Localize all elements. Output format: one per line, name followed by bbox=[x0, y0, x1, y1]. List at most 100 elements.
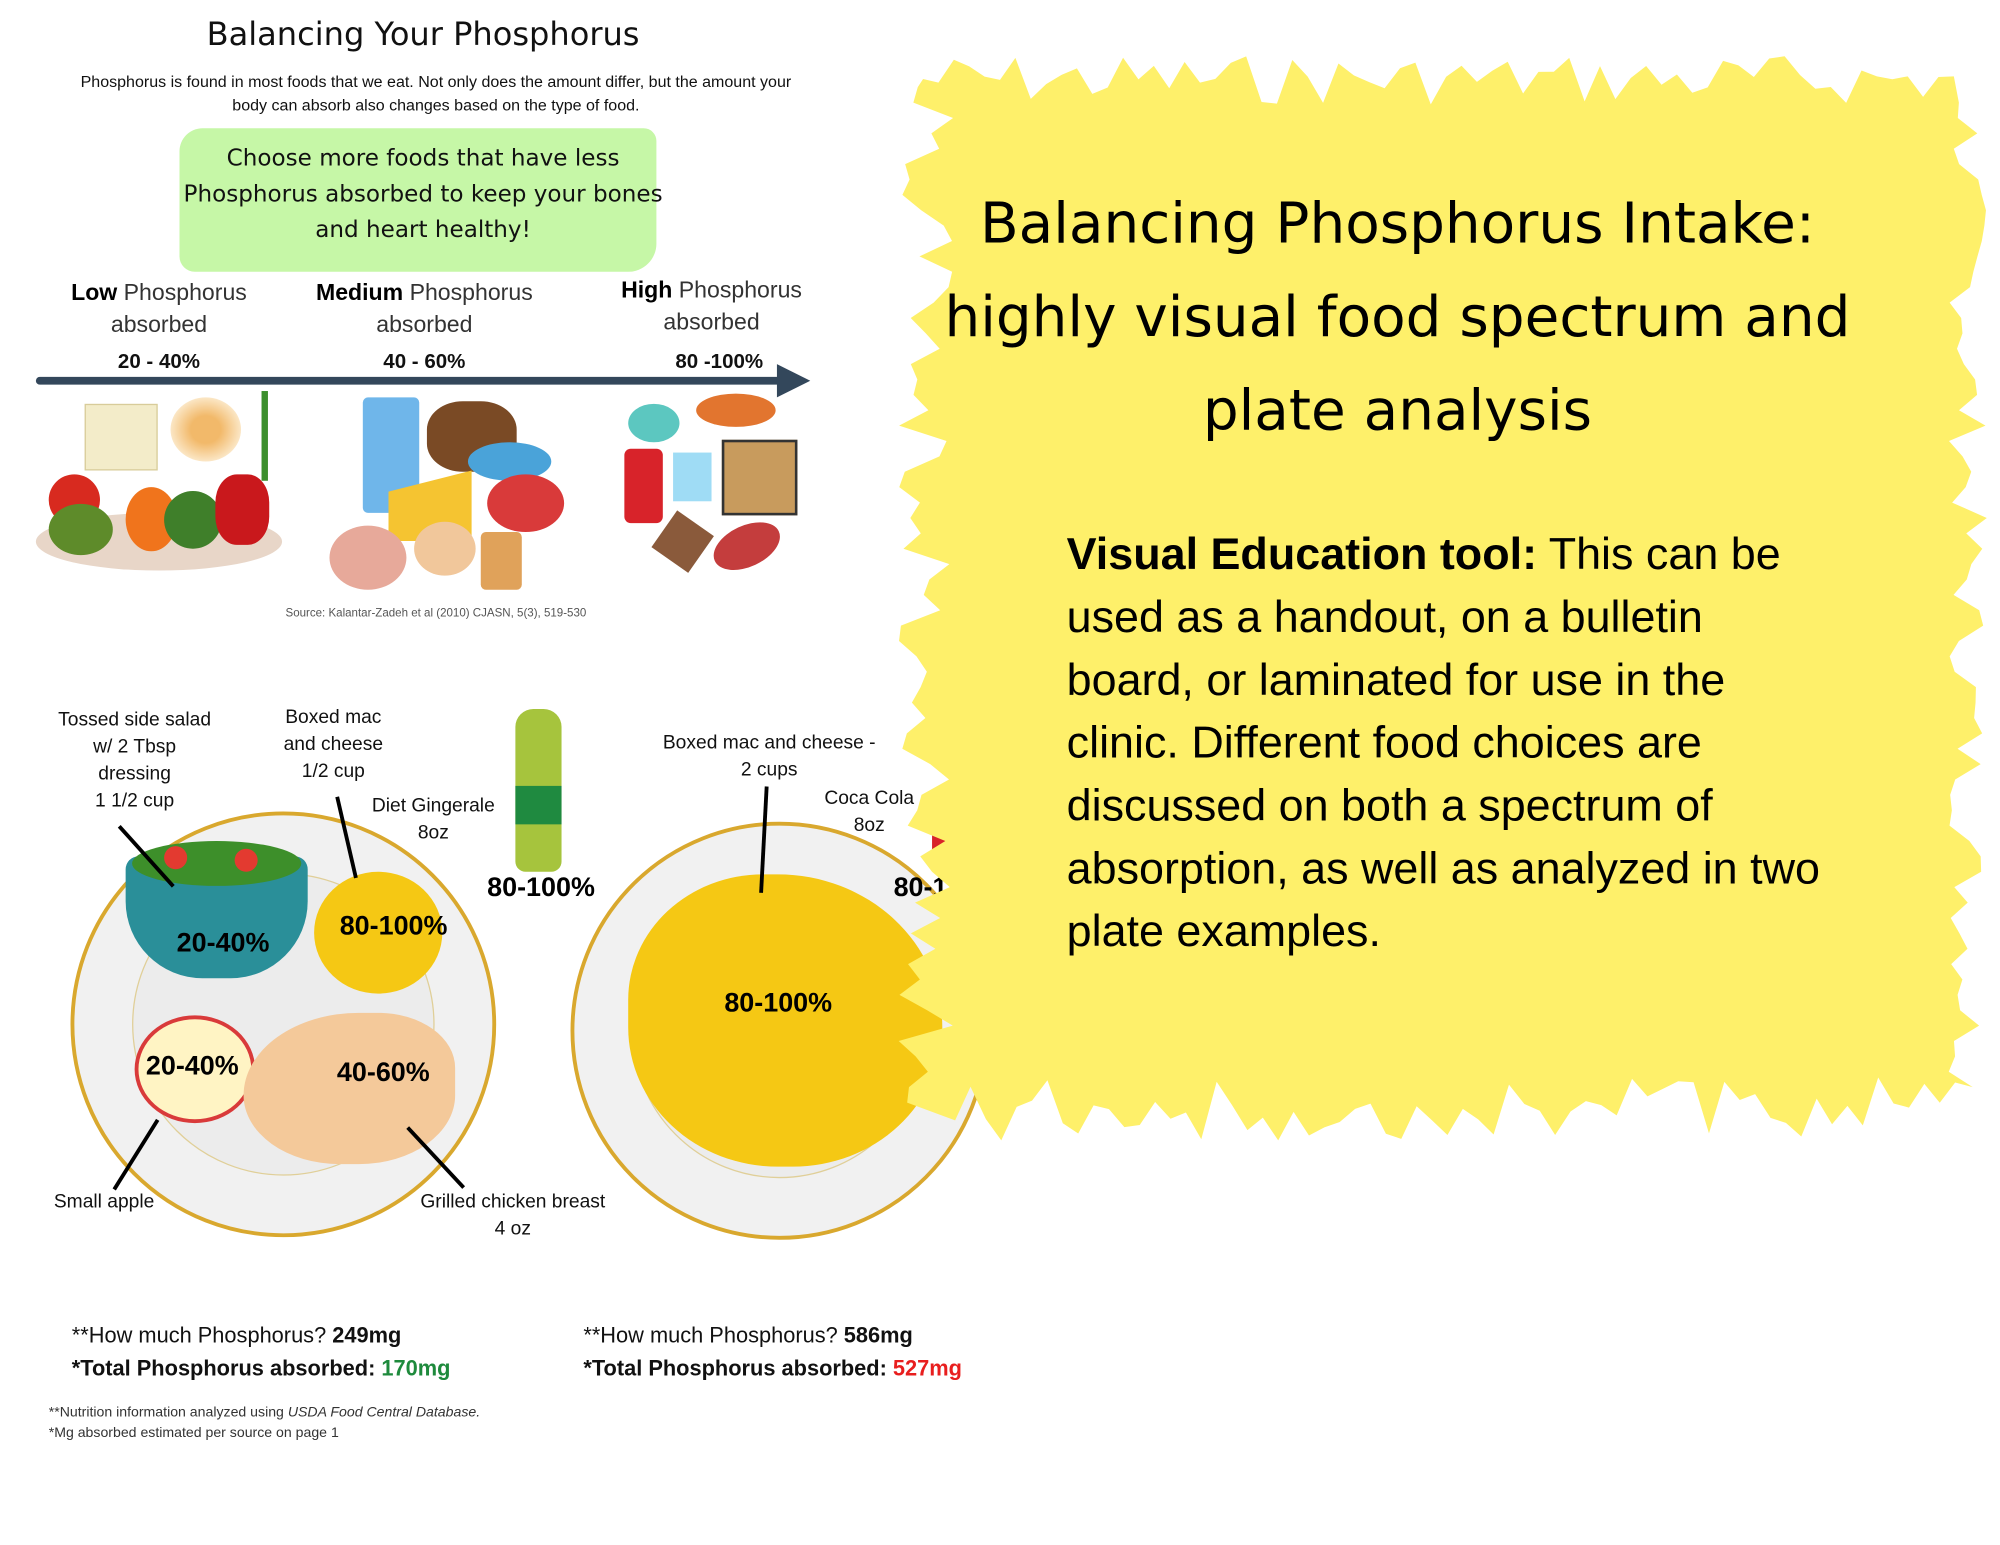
apple-label: Small apple bbox=[53, 1191, 155, 1213]
overlay-body: Visual Education tool: This can be used … bbox=[1067, 523, 1836, 963]
red-pepper-icon bbox=[215, 474, 270, 545]
range-medium: 40 - 60% bbox=[383, 351, 466, 374]
level-word: Medium bbox=[315, 279, 404, 306]
value: 586mg bbox=[843, 1323, 913, 1348]
beans-icon bbox=[329, 525, 407, 590]
level-sub: absorbed bbox=[376, 311, 473, 338]
low-phosphorus-foods-image bbox=[35, 391, 286, 577]
mac-small-image bbox=[314, 871, 443, 994]
chicken-label: Grilled chicken breast 4 oz bbox=[397, 1188, 628, 1242]
level-medium: Medium Phosphorus absorbed bbox=[283, 277, 565, 341]
chicken-percent: 40-60% bbox=[336, 1057, 430, 1088]
coca-cola-label: Coca Cola 8oz bbox=[805, 785, 933, 839]
overlay-title: Balancing Phosphorus Intake: highly visu… bbox=[910, 177, 1884, 458]
label-line: 1 1/2 cup bbox=[95, 789, 175, 812]
mac-large-percent: 80-100% bbox=[724, 988, 833, 1018]
plate-2-absorbed: *Total Phosphorus absorbed: 527mg bbox=[583, 1353, 962, 1386]
level-rest: Phosphorus bbox=[672, 276, 802, 303]
brush-shape bbox=[898, 56, 1987, 1141]
plate-2-totals: **How much Phosphorus? 586mg *Total Phos… bbox=[583, 1319, 962, 1386]
gingerale-bottle-image bbox=[515, 708, 562, 872]
fish-icon bbox=[467, 442, 552, 481]
level-low: Low Phosphorus absorbed bbox=[18, 277, 300, 341]
title-line: Balancing Phosphorus Intake: bbox=[979, 191, 1815, 257]
soda-can-icon bbox=[624, 448, 663, 524]
level-word: Low bbox=[71, 279, 118, 306]
gingerale-percent: 80-100% bbox=[487, 873, 595, 903]
broccoli-icon bbox=[164, 491, 222, 549]
spectrum-arrow-head bbox=[776, 364, 811, 398]
eggs-icon bbox=[414, 521, 476, 576]
label-line: 1/2 cup bbox=[301, 760, 365, 783]
label: **How much Phosphorus? bbox=[71, 1323, 333, 1348]
medium-phosphorus-foods-image bbox=[327, 391, 571, 596]
mac-small-percent: 80-100% bbox=[339, 911, 448, 942]
label-line: Tossed side salad bbox=[58, 708, 212, 731]
label-line: and cheese bbox=[283, 733, 384, 756]
footnote-2: *Mg absorbed estimated per source on pag… bbox=[48, 1425, 339, 1442]
label: *Total Phosphorus absorbed: bbox=[583, 1356, 893, 1381]
mac-large-image bbox=[628, 874, 943, 1167]
label-line: Coca Cola bbox=[824, 787, 915, 809]
level-rest: Phosphorus bbox=[117, 279, 247, 306]
text: **Nutrition information analyzed using bbox=[48, 1405, 288, 1421]
label-line: w/ 2 Tbsp bbox=[93, 735, 177, 758]
spectrum-arrow-shaft bbox=[35, 376, 786, 385]
tofu-icon bbox=[84, 403, 158, 471]
label: **How much Phosphorus? bbox=[583, 1323, 844, 1348]
label: *Total Phosphorus absorbed: bbox=[71, 1356, 382, 1381]
plate-2-how-much: **How much Phosphorus? 586mg bbox=[583, 1319, 962, 1352]
apple-percent: 20-40% bbox=[145, 1051, 239, 1081]
label-line: Boxed mac bbox=[285, 706, 382, 729]
chips-icon bbox=[673, 452, 712, 502]
gingerale-label: Diet Gingerale 8oz bbox=[356, 792, 510, 846]
salad-percent: 20-40% bbox=[176, 928, 270, 958]
footnotes: **Nutrition information analyzed using U… bbox=[49, 1403, 480, 1444]
label-line: dressing bbox=[98, 762, 171, 785]
handout-title: Balancing Your Phosphorus bbox=[206, 15, 640, 53]
peanut-butter-icon bbox=[480, 532, 522, 590]
mac-large-label: Boxed mac and cheese - 2 cups bbox=[635, 729, 904, 783]
footnote-1: **Nutrition information analyzed using U… bbox=[49, 1403, 480, 1424]
level-sub: absorbed bbox=[110, 311, 208, 338]
intro-text: Phosphorus is found in most foods that w… bbox=[80, 73, 792, 115]
avocado-icon bbox=[48, 503, 113, 556]
plate-1-how-much: **How much Phosphorus? 249mg bbox=[72, 1319, 451, 1352]
steak-icon bbox=[487, 474, 565, 533]
body-bold: Visual Education tool: bbox=[1066, 529, 1538, 580]
apple-image bbox=[134, 1015, 256, 1124]
range-high: 80 -100% bbox=[675, 351, 764, 374]
value: 249mg bbox=[332, 1323, 402, 1348]
mac-small-label: Boxed mac and cheese 1/2 cup bbox=[250, 704, 417, 785]
pizza-box-icon bbox=[721, 439, 798, 516]
level-rest: Phosphorus bbox=[403, 279, 533, 306]
salad-bowl-image bbox=[125, 841, 308, 979]
label-line: 4 oz bbox=[494, 1217, 531, 1240]
plate-1-totals: **How much Phosphorus? 249mg *Total Phos… bbox=[72, 1319, 451, 1386]
level-word: High bbox=[621, 276, 673, 303]
database-name: USDA Food Central Database. bbox=[287, 1405, 481, 1421]
label-line: Grilled chicken breast bbox=[420, 1191, 606, 1213]
plate-1-absorbed: *Total Phosphorus absorbed: 170mg bbox=[72, 1353, 451, 1386]
label-line: Boxed mac and cheese - bbox=[662, 732, 876, 754]
body-text: This can be used as a handout, on a bull… bbox=[1066, 529, 1820, 957]
title-line: plate analysis bbox=[1202, 378, 1593, 444]
nuts-icon bbox=[170, 397, 242, 462]
cereal-bowl-icon bbox=[628, 403, 680, 443]
range-low: 20 - 40% bbox=[117, 351, 201, 374]
hot-dog-icon bbox=[696, 393, 776, 427]
callout-text: Choose more foods that have less Phospho… bbox=[183, 144, 663, 244]
chive-icon bbox=[261, 391, 268, 481]
value: 170mg bbox=[381, 1356, 451, 1381]
callout-background bbox=[179, 128, 657, 272]
label-line: 8oz bbox=[853, 814, 885, 836]
label-line: 8oz bbox=[417, 821, 449, 844]
label-line: 2 cups bbox=[740, 758, 798, 781]
label-line: Diet Gingerale bbox=[371, 794, 495, 817]
level-sub: absorbed bbox=[663, 308, 760, 335]
source-citation: Source: Kalantar-Zadeh et al (2010) CJAS… bbox=[285, 606, 587, 620]
salad-label: Tossed side salad w/ 2 Tbsp dressing 1 1/2 … bbox=[26, 706, 244, 814]
level-high: High Phosphorus absorbed bbox=[571, 274, 853, 338]
